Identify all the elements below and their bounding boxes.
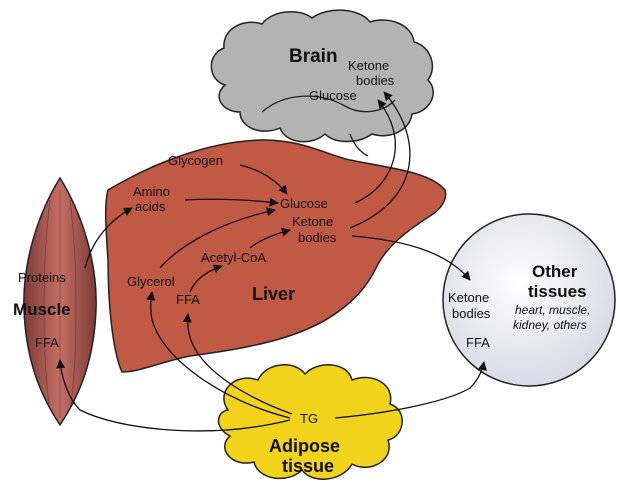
adipose-title-line2: tissue [282, 456, 334, 476]
liver-glucose: Glucose [280, 196, 328, 211]
liver-glycerol: Glycerol [127, 274, 175, 289]
adipose-shape [217, 364, 403, 480]
muscle-title: Muscle [13, 300, 71, 319]
liver-acetylcoa: Acetyl-CoA [201, 250, 266, 265]
other-ffa: FFA [466, 335, 490, 350]
arrow-glucose-to-brain [354, 99, 396, 204]
arrow-tg-to-ffa-liver [182, 313, 293, 415]
other-tissues-shape [442, 213, 616, 387]
liver-ketone-line2: bodies [298, 230, 337, 245]
other-title-line1: Other [532, 262, 578, 281]
liver-ketone-line1: Ketone [292, 214, 333, 229]
arrow-tg-to-glycerol [146, 291, 291, 419]
adipose-tg: TG [300, 411, 318, 426]
brain-ketone-line2: bodies [356, 73, 395, 88]
brain-glucose: Glucose [309, 88, 357, 103]
brain-shape [210, 9, 434, 143]
liver-amino-line2: acids [135, 199, 166, 214]
arrow-muscle-proteins-to-amino [84, 207, 133, 269]
other-ketone-line2: bodies [452, 306, 491, 321]
arrow-acetylcoa-to-ketone [249, 227, 291, 249]
other-ketone-line1: Ketone [448, 290, 489, 305]
other-subtitle-line1: heart, muscle, [515, 303, 590, 317]
arrow-ketone-to-other-tissues [351, 235, 471, 281]
brain-stem [349, 133, 369, 157]
arrow-ffa-to-acetylcoa [189, 264, 223, 293]
liver-amino-line1: Amino [133, 184, 170, 199]
liver-shape [104, 139, 447, 373]
arrow-tg-to-other-ffa [334, 361, 487, 419]
arrow-glycogen-to-glucose [239, 164, 288, 195]
arrow-tg-to-muscle-ffa [56, 359, 291, 432]
adipose-title-line1: Adipose [269, 436, 340, 456]
liver-ffa: FFA [176, 292, 200, 307]
arrow-amino-to-glucose [184, 197, 279, 207]
arrow-glycerol-to-glucose [159, 207, 276, 269]
muscle-ffa: FFA [35, 335, 59, 350]
brain-ketone-line1: Ketone [348, 58, 389, 73]
arrow-ketone-to-brain [349, 91, 411, 229]
muscle-proteins: Proteins [18, 270, 66, 285]
other-title-line2: tissues [528, 282, 587, 301]
liver-title: Liver [252, 284, 295, 304]
other-subtitle-line2: kidney, others [513, 318, 587, 332]
brain-title: Brain [289, 46, 338, 67]
liver-glycogen: Glycogen [168, 153, 223, 168]
